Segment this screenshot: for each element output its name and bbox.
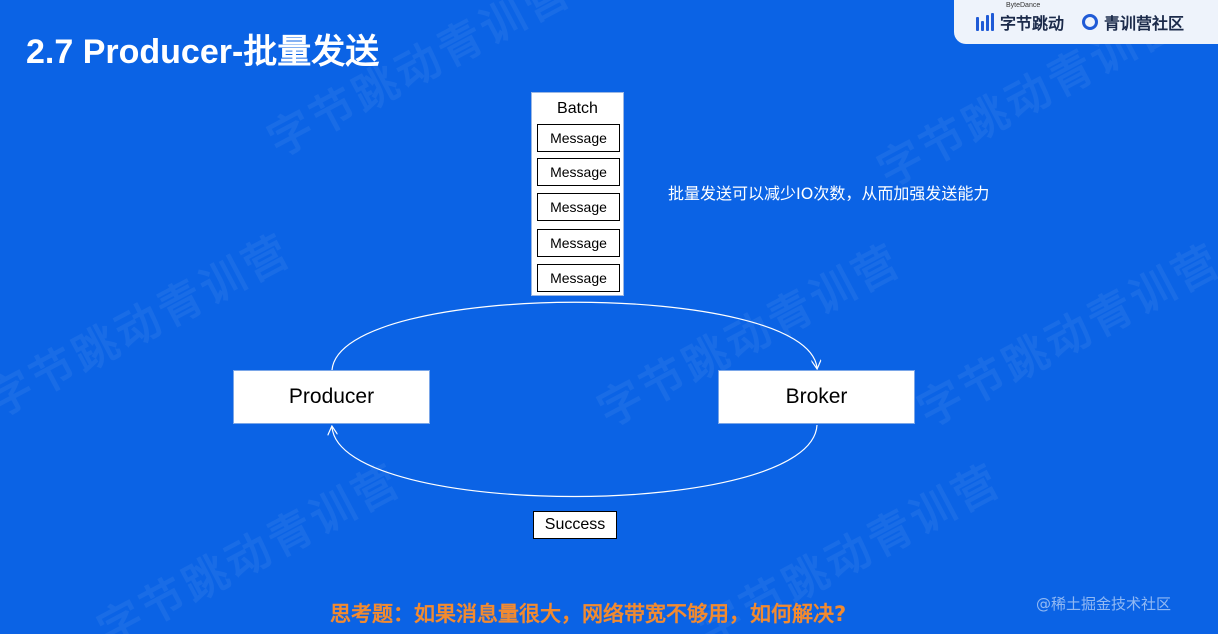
broker-node: Broker: [718, 370, 915, 424]
source-credit: @稀土掘金技术社区: [1036, 595, 1172, 613]
producer-node: Producer: [233, 370, 430, 424]
message-box: Message: [537, 193, 620, 221]
message-box: Message: [537, 229, 620, 257]
bytedance-subtitle: ByteDance: [1006, 2, 1041, 9]
message-box: Message: [537, 158, 620, 186]
qingxun-logo-icon: [1082, 14, 1099, 30]
batch-label: Batch: [557, 100, 598, 117]
page-title: 2.7 Producer-批量发送: [26, 33, 380, 71]
ack-arrow: [332, 425, 818, 498]
bytedance-logo-icon: [976, 13, 994, 31]
brand-panel: ByteDance 字节跳动 青训营社区: [954, 0, 1218, 44]
bytedance-brand: ByteDance 字节跳动: [976, 2, 1065, 34]
send-arrow: [331, 301, 817, 370]
success-label: Success: [533, 511, 617, 539]
batch-note: 批量发送可以减少IO次数，从而加强发送能力: [668, 184, 990, 203]
thinking-question: 思考题：如果消息量很大，网络带宽不够用，如何解决?: [330, 602, 847, 626]
bytedance-name: 字节跳动: [1000, 14, 1065, 33]
message-box: Message: [537, 264, 620, 292]
qingxun-name: 青训营社区: [1104, 14, 1185, 33]
message-box: Message: [537, 124, 620, 152]
qingxun-brand: 青训营社区: [1082, 10, 1184, 34]
batch-box: Batch Message Message Message Message Me…: [531, 92, 624, 296]
